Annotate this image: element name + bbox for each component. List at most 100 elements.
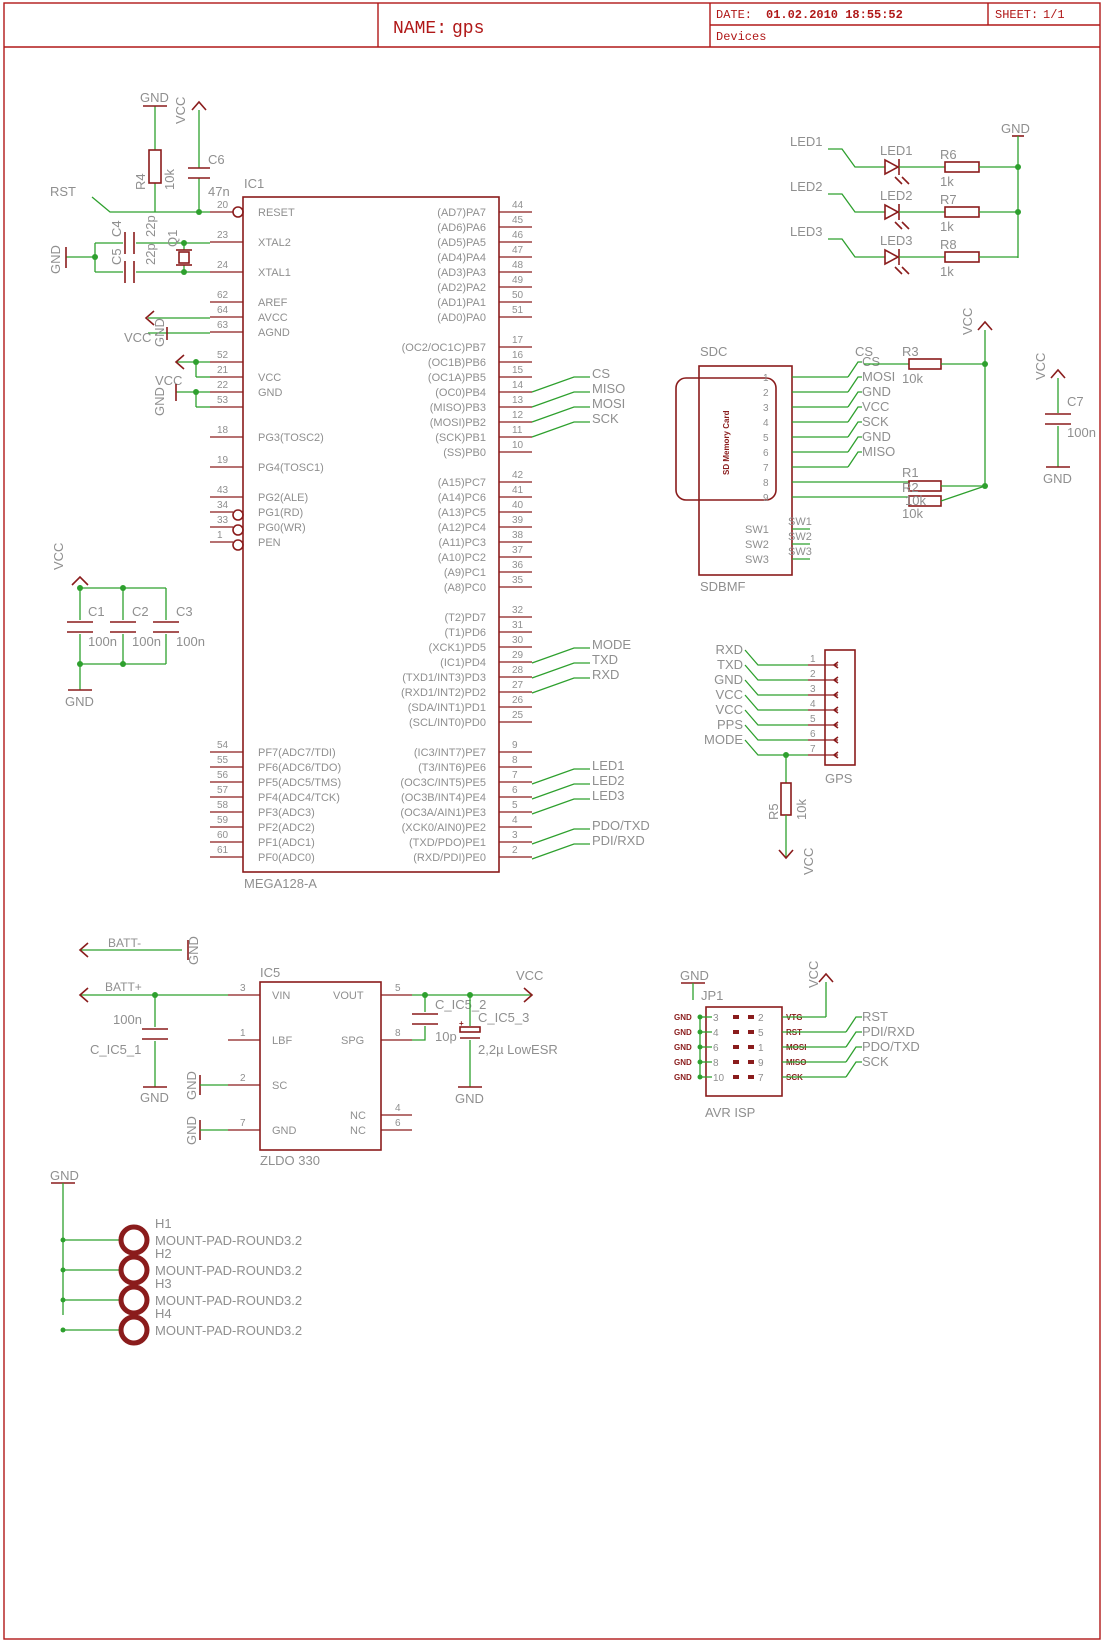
sd-card-outline	[675, 377, 777, 501]
pin-label: (AD3)PA3	[437, 267, 486, 279]
r5-value: 10k	[794, 799, 809, 820]
jp1-gnd-label: GND	[674, 1013, 692, 1022]
mount-pads-section: GND H1MOUNT-PAD-ROUND3.2H2MOUNT-PAD-ROUN…	[50, 1168, 302, 1346]
r8-resistor	[944, 251, 980, 263]
ic5-value: ZLDO 330	[260, 1153, 320, 1168]
net-label-led1: LED1	[592, 758, 625, 773]
ic5-pin-nc2: NC	[350, 1125, 366, 1137]
jp1-pin-number: 5	[758, 1028, 764, 1039]
c3-ref: C3	[176, 604, 193, 619]
pin-number: 28	[512, 665, 524, 676]
pin-label: PG2(ALE)	[258, 492, 308, 504]
ic5-pinnum: 7	[240, 1118, 246, 1129]
pin-label: PF2(ADC2)	[258, 822, 315, 834]
pin-number: 21	[217, 365, 229, 376]
jp1-gnd-label: GND	[674, 1028, 692, 1037]
gnd-label: GND	[186, 936, 201, 965]
net-label-pdo-txd: PDO/TXD	[592, 818, 650, 833]
pin-number: 39	[512, 515, 524, 526]
ic5-pin-sc: SC	[272, 1080, 287, 1092]
pin-label: PF5(ADC5/TMS)	[258, 777, 341, 789]
q1-crystal	[178, 251, 190, 264]
gnd-label: GND	[140, 1090, 169, 1105]
r3-resistor	[908, 358, 942, 370]
ic5-pinnum: 2	[240, 1073, 246, 1084]
pin-number: 49	[512, 275, 524, 286]
r6-value: 1k	[940, 174, 954, 189]
gnd-label: GND	[48, 245, 63, 274]
gps-pin-number: 3	[810, 684, 816, 695]
jp1-gnd-label: GND	[674, 1058, 692, 1067]
gps-pin-icon	[832, 661, 839, 669]
r5-ref: R5	[766, 803, 781, 820]
r2-ref: R2	[902, 480, 919, 495]
sdc-pin-number: 9	[763, 493, 769, 504]
mount-pad-icon	[118, 1254, 150, 1286]
net-label-sck: SCK	[592, 411, 619, 426]
pin-number: 48	[512, 260, 524, 271]
sdc-net-label: CS	[855, 344, 873, 359]
ic5-pinnum: 4	[395, 1103, 401, 1114]
net-label-pdi-rxd: PDI/RXD	[592, 833, 645, 848]
c4-value: 22p	[143, 215, 158, 237]
c4-ref: C4	[109, 220, 124, 237]
mount-ref: H3	[155, 1276, 172, 1291]
sdc-sw-label: SW3	[745, 554, 769, 566]
r3-ref: R3	[902, 344, 919, 359]
pin-number: 8	[512, 755, 518, 766]
pin-number: 40	[512, 500, 524, 511]
c-ic5-3-capacitor	[459, 1026, 481, 1033]
pin-number: 41	[512, 485, 524, 496]
pin-label: XTAL1	[258, 267, 291, 279]
ic5-ref: IC5	[260, 965, 280, 980]
c-ic5-1-value: 100n	[113, 1012, 142, 1027]
gps-pin-icon	[832, 751, 839, 759]
led2-ref: LED2	[880, 188, 913, 203]
jp1-pin-number: 4	[713, 1028, 719, 1039]
sheet-frame	[3, 2, 1101, 1640]
r2-value: 10k	[905, 493, 926, 508]
ic5-pin-spg: SPG	[341, 1035, 364, 1047]
pin-label: (AD2)PA2	[437, 282, 486, 294]
sdc-net-label: VCC	[862, 399, 889, 414]
pin-number: 51	[512, 305, 524, 316]
jp1-net-label: PDO/TXD	[862, 1039, 920, 1054]
pin-number: 25	[512, 710, 524, 721]
sdc-pin-number: 4	[763, 418, 769, 429]
jp1-gnd-label: GND	[674, 1073, 692, 1082]
ic1-ref: IC1	[244, 176, 264, 191]
mount-value: MOUNT-PAD-ROUND3.2	[155, 1263, 302, 1278]
jp1-ref: JP1	[701, 988, 723, 1003]
pin-label: (OC3A/AIN1)PE3	[400, 807, 486, 819]
pin-number: 57	[217, 785, 229, 796]
pin-label: (OC1A)PB5	[428, 372, 486, 384]
pin-number: 17	[512, 335, 524, 346]
jp1-net-label: SCK	[862, 1054, 889, 1069]
c2-ref: C2	[132, 604, 149, 619]
title-block: NAME: gps DATE: 01.02.2010 18:55:52 SHEE…	[3, 2, 1101, 1640]
pin-number: 46	[512, 230, 524, 241]
pin-label: AGND	[258, 327, 290, 339]
pin-number: 15	[512, 365, 524, 376]
r8-ref: R8	[940, 237, 957, 252]
pin-number: 1	[217, 530, 223, 541]
pin-label: (IC1)PD4	[440, 657, 486, 669]
r4-ref: R4	[133, 173, 148, 190]
jp1-gnd-label: GND	[674, 1043, 692, 1052]
pin-label: VCC	[258, 372, 281, 384]
pin-bubble	[232, 509, 244, 521]
pin-number: 16	[512, 350, 524, 361]
c5-value: 22p	[143, 243, 158, 265]
mount-ref: H1	[155, 1216, 172, 1231]
ic1-left-pins: 20RESET23XTAL224XTAL162AREF64AVCC63AGND2…	[210, 200, 341, 864]
pin-number: 20	[217, 200, 229, 211]
vcc-label: VCC	[516, 968, 543, 983]
ic5-pin-lbf: LBF	[272, 1035, 292, 1047]
pin-label: (AD0)PA0	[437, 312, 486, 324]
pin-number: 58	[217, 800, 229, 811]
net-label-led3: LED3	[790, 224, 823, 239]
ic1-mega128: IC1 MEGA128-A 20RESET23XTAL224XTAL162ARE…	[210, 176, 532, 891]
jp1-pin-number: 1	[758, 1043, 764, 1054]
